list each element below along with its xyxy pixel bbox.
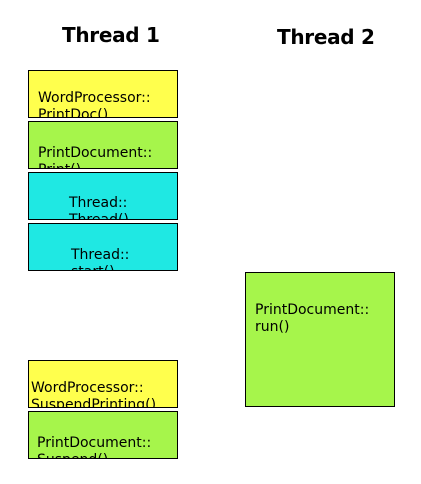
box-printdocument-print: PrintDocument:: Print() [28, 121, 178, 169]
box-label: Thread:: start() [71, 247, 130, 270]
box-label: Thread:: Thread() [69, 195, 129, 220]
box-label: PrintDocument:: Suspend() [37, 435, 152, 458]
thread2-title: Thread 2 [277, 25, 375, 49]
box-printdocument-run: PrintDocument:: run() [245, 272, 395, 407]
box-wordprocessor-suspendprinting: WordProcessor:: SuspendPrinting() [28, 360, 178, 408]
box-label: WordProcessor:: SuspendPrinting() [31, 380, 157, 408]
box-wordprocessor-printdoc: WordProcessor:: PrintDoc() [28, 70, 178, 118]
box-thread-start: Thread:: start() [28, 223, 178, 271]
box-label: PrintDocument:: run() [255, 302, 370, 335]
thread1-title: Thread 1 [62, 23, 160, 47]
box-label: WordProcessor:: PrintDoc() [38, 90, 151, 118]
box-label: PrintDocument:: Print() [38, 145, 153, 168]
box-printdocument-suspend: PrintDocument:: Suspend() [28, 411, 178, 459]
box-thread-constructor: Thread:: Thread() [28, 172, 178, 220]
